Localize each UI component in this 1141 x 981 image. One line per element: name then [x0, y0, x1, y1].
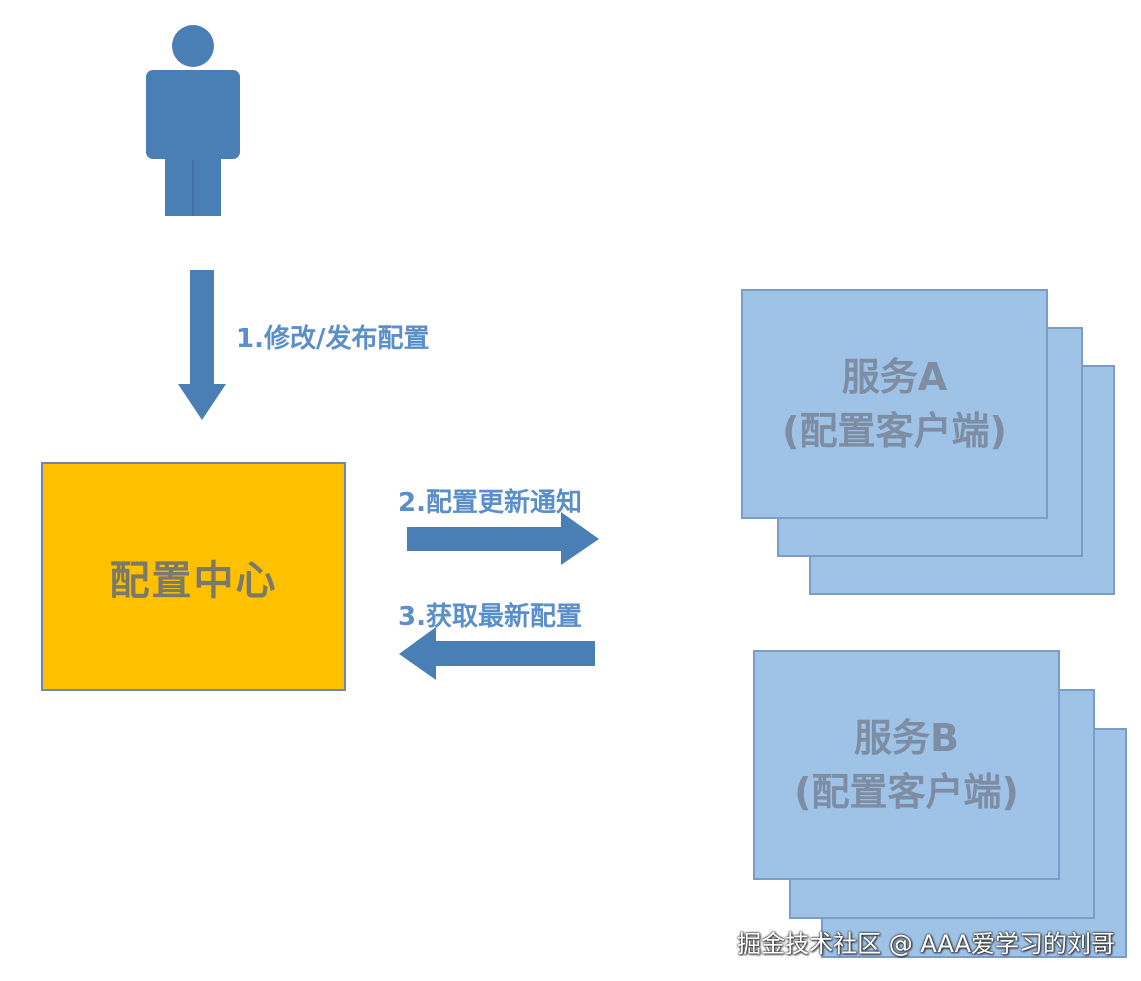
config-center-label: 配置中心 [109, 557, 278, 604]
service-b-name: 服务B [854, 716, 959, 760]
service-b-card: 服务B (配置客户端) [753, 650, 1060, 880]
step1-label: 1.修改/发布配置 [236, 324, 430, 354]
service-b-subtitle: (配置客户端) [794, 770, 1019, 814]
service-a-subtitle: (配置客户端) [782, 409, 1007, 453]
service-a-name: 服务A [841, 355, 948, 399]
step3-label: 3.获取最新配置 [398, 602, 582, 632]
step2-label: 2.配置更新通知 [398, 488, 582, 518]
watermark: 掘金技术社区 @ AAA爱学习的刘哥 [737, 930, 1115, 958]
service-a-card: 服务A (配置客户端) [741, 289, 1048, 519]
config-center-box: 配置中心 [41, 462, 346, 691]
